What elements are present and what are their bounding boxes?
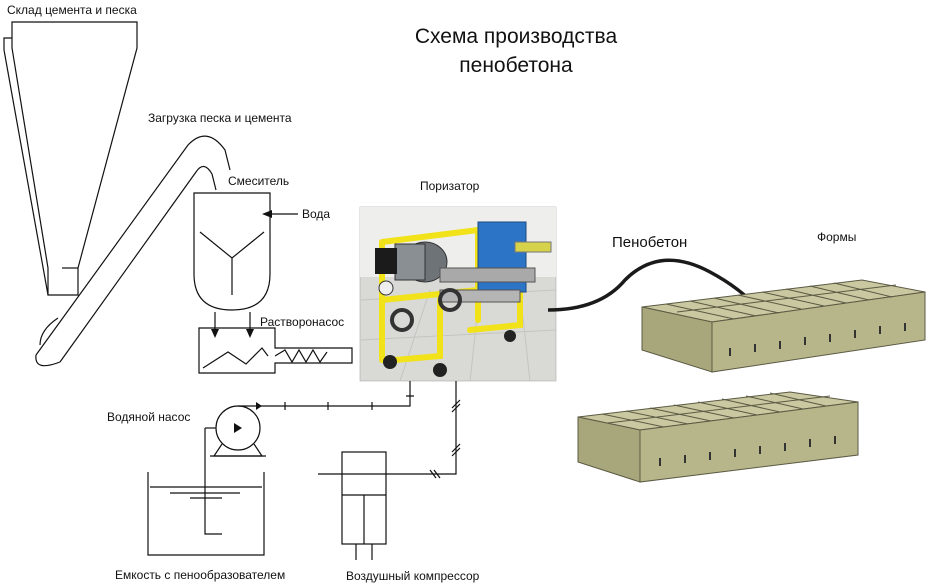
water-pump xyxy=(210,405,266,457)
mixer xyxy=(193,192,271,311)
foam-tank xyxy=(147,472,265,556)
molds-label: Формы xyxy=(817,230,856,244)
mortar-pump-label: Растворонасос xyxy=(260,315,344,329)
water-line xyxy=(204,381,414,535)
air-compressor xyxy=(341,451,387,560)
foam-tank-label: Емкость с пенообразователем xyxy=(115,568,285,582)
diagram-title-line1: Схема производства xyxy=(415,25,618,48)
foam-concrete-hose xyxy=(547,258,762,312)
air-line xyxy=(318,381,461,479)
foam-concrete-label: Пенобетон xyxy=(612,234,687,251)
mortar-pump xyxy=(198,312,353,374)
porizator-label: Поризатор xyxy=(420,179,480,193)
loading-conveyor xyxy=(35,135,231,367)
diagram-title-line2: пенобетона xyxy=(459,54,573,77)
mixer-label: Смеситель xyxy=(228,174,289,188)
mold-upper xyxy=(641,279,926,373)
storage-label: Склад цемента и песка xyxy=(7,3,137,17)
porizator-machine xyxy=(359,206,557,382)
water-arrow xyxy=(262,210,298,218)
water-label: Вода xyxy=(302,207,330,221)
storage-silo xyxy=(3,21,138,296)
compressor-label: Воздушный компрессор xyxy=(346,569,480,583)
mold-lower xyxy=(577,391,859,483)
loading-label: Загрузка песка и цемента xyxy=(148,111,292,125)
water-pump-label: Водяной насос xyxy=(107,410,190,424)
